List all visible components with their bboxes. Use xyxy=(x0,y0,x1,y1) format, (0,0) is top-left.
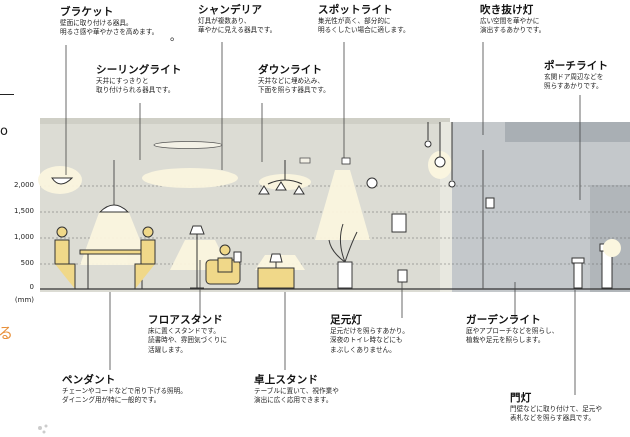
dining-scene xyxy=(54,226,156,289)
ceiling-light xyxy=(153,141,223,149)
label-chandelier: シャンデリア 灯具が複数あり、 華やかに見える器具です。 xyxy=(198,4,277,35)
partition xyxy=(440,122,452,292)
callout-lines xyxy=(65,42,581,395)
ceiling xyxy=(40,118,450,124)
label-downlight: ダウンライト 天井などに埋め込み、 下面を照らす器具です。 xyxy=(258,64,330,95)
interior-wall xyxy=(40,122,450,292)
plant xyxy=(328,223,358,289)
orange-fragment: る xyxy=(0,324,14,342)
garden-lights xyxy=(571,239,621,289)
table-lamp xyxy=(257,253,295,289)
label-spotlight: スポットライト 集光性が高く、部分的に 明るくしたい場合に適します。 xyxy=(318,4,410,35)
scale-tick-0: 0 xyxy=(29,283,34,291)
scale-tick-2000: 2,000 xyxy=(13,181,34,189)
scale-tick-500: 500 xyxy=(20,259,34,267)
scale-unit: (mm) xyxy=(14,296,34,304)
spotlight xyxy=(366,177,378,189)
label-porch: ポーチライト 玄関ドア周辺などを 照らすあかりです。 xyxy=(544,60,609,91)
porch-light xyxy=(485,197,495,209)
chandelier xyxy=(258,160,305,195)
label-garden: ガーデンライト 庭やアプローチなどを照らし、 植栽や足元を照らします。 xyxy=(466,314,559,345)
label-ceiling: シーリングライト 天井にすっきりと 取り付けられる器具です。 xyxy=(96,64,182,95)
left-fragment: o xyxy=(0,124,8,139)
label-gate: 門灯 門壁などに取り付けて、足元や 表札などを照らす器具です。 xyxy=(510,392,602,423)
bracket-light xyxy=(51,177,74,185)
reading-scene xyxy=(205,244,242,285)
scale-tick-1000: 1,000 xyxy=(13,233,34,241)
label-bracket: ブラケット 壁面に取り付ける器具。 明るさ感や華やかさを高めます。 xyxy=(60,6,159,37)
label-fukinuke: 吹き抜け灯 広い空間を華やかに 演出するあかりです。 xyxy=(480,4,546,35)
fukinuke-lights xyxy=(424,122,456,188)
corner-mark xyxy=(38,424,48,434)
scale-tick-1500: 1,500 xyxy=(13,207,34,215)
eave xyxy=(505,122,630,142)
label-tablestand: 卓上スタンド テーブルに置いて、視作業や 演出に広く応用できます。 xyxy=(254,374,339,405)
pendant-light xyxy=(98,204,130,213)
label-pendant: ペンダント チェーンやコードなどで吊り下げる照明。 ダイニング用が特に一般的です… xyxy=(62,374,187,405)
floor-stand xyxy=(189,225,205,289)
label-title: ブラケット xyxy=(60,6,114,18)
label-footlight: 足元灯 足元だけを照らすあかり。 深夜のトイレ時などにも まぶしくありません。 xyxy=(330,314,409,354)
left-rule xyxy=(0,94,14,95)
bullet-fragment: 。 xyxy=(170,30,181,43)
downlight xyxy=(341,157,351,165)
footlight xyxy=(397,269,408,283)
label-floorstand: フロアスタンド 床に置くスタンドです。 読書時や、雰囲気づくりに 活躍します。 xyxy=(148,314,227,354)
